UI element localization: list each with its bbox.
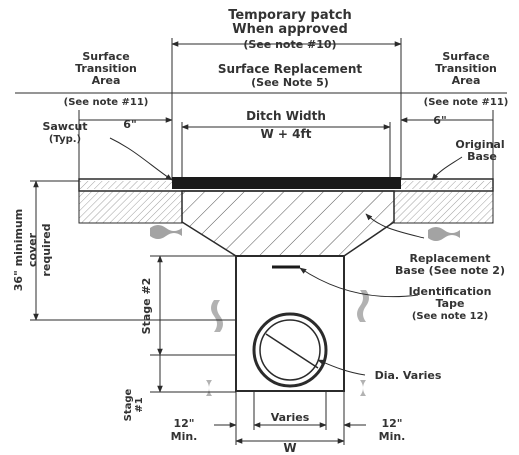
min-right-value: 12" <box>381 417 402 430</box>
ditch-width-value: W + 4ft <box>261 127 312 141</box>
min-left-label: Min. <box>171 430 198 443</box>
six-inch-right-label: 6" <box>433 114 446 127</box>
temporary-patch-label: Temporary patch <box>228 8 352 23</box>
min-right-label: Min. <box>379 430 406 443</box>
temporary-patch-dimension <box>171 38 402 178</box>
left-transition-note: (See note #11) <box>64 97 149 108</box>
identification-tape-note: (See note 12) <box>412 311 488 322</box>
identification-tape-label-2: Tape <box>436 297 465 310</box>
left-transition-transition: Transition <box>75 62 137 75</box>
replacement-base-note: Base (See note 2) <box>395 264 505 277</box>
varies-label: Varies <box>271 411 310 424</box>
stage-1-label: Stage <box>123 388 134 421</box>
identification-tape-label: Identification <box>409 285 492 298</box>
right-transition-surface: Surface <box>442 50 489 63</box>
sawcut-label: Sawcut <box>42 120 87 133</box>
cover-label-1: 36" minimum <box>12 209 25 291</box>
ditch-width-dimension <box>181 122 391 180</box>
soil-marks <box>150 225 460 396</box>
pipe <box>252 312 328 388</box>
cover-label-2: cover <box>26 232 39 267</box>
leader-lines <box>109 137 463 376</box>
stage-1-number: #1 <box>134 397 145 412</box>
min-left-value: 12" <box>173 417 194 430</box>
w-label: W <box>283 441 296 455</box>
sawcut-typ-label: (Typ.) <box>49 134 81 145</box>
replacement-base <box>181 190 395 257</box>
six-inch-left-label: 6" <box>123 118 136 131</box>
cover-label-3: required <box>40 223 53 276</box>
left-transition-area: Area <box>92 74 121 87</box>
note-10-label: (See note #10) <box>243 38 336 51</box>
bottom-dimensions <box>214 391 366 445</box>
right-transition-transition: Transition <box>435 62 497 75</box>
stage-dimensions <box>150 255 236 393</box>
surface-replacement-label: Surface Replacement <box>218 62 362 76</box>
replacement-base-label: Replacement <box>410 252 491 265</box>
original-base-label: Original <box>455 138 504 151</box>
cover-dimension <box>30 180 236 321</box>
right-transition-area: Area <box>452 74 481 87</box>
stage-2-label: Stage #2 <box>140 278 153 335</box>
original-base-label-2: Base <box>467 150 497 163</box>
when-approved-label: When approved <box>232 22 348 37</box>
left-transition-surface: Surface <box>82 50 129 63</box>
dia-varies-label: Dia. Varies <box>375 369 442 382</box>
ditch-width-label: Ditch Width <box>246 109 326 123</box>
note-5-label: (See Note 5) <box>251 76 329 89</box>
right-transition-note: (See note #11) <box>424 97 509 108</box>
pavement-section <box>78 177 494 224</box>
surface-dimension-line <box>15 92 507 180</box>
